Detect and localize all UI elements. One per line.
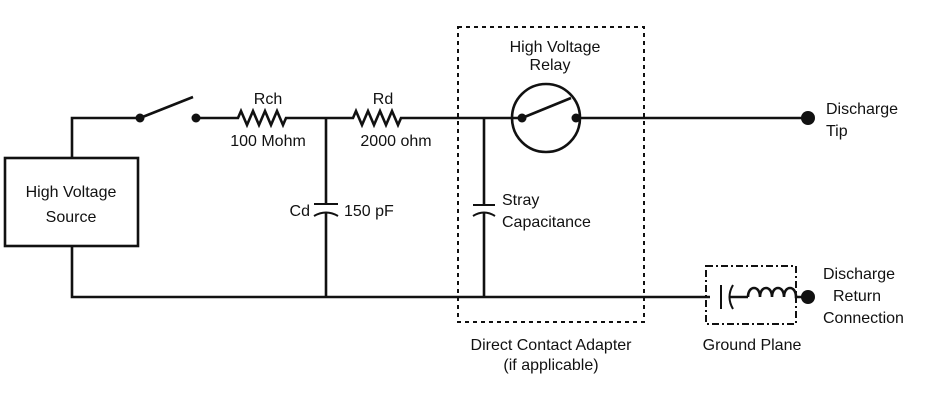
stray-label-line2: Capacitance <box>502 214 591 231</box>
discharge-tip-line2: Tip <box>826 123 848 140</box>
return-wire <box>70 246 710 299</box>
source-label-line1: High Voltage <box>26 184 117 201</box>
discharge-return-line1: Discharge <box>823 266 895 283</box>
discharge-return-terminal <box>801 290 815 304</box>
rch-value: 100 Mohm <box>230 133 306 150</box>
adapter-label-line2: (if applicable) <box>503 357 598 374</box>
ground-plane-box <box>705 265 797 325</box>
source-label-line2: Source <box>46 209 97 226</box>
source-box <box>3 156 140 248</box>
relay-label-line2: Relay <box>530 57 571 74</box>
rch-resistor <box>196 107 326 129</box>
switch <box>135 95 201 123</box>
rd-name: Rd <box>373 91 393 108</box>
discharge-tip-line1: Discharge <box>826 101 898 118</box>
high-voltage-relay <box>510 82 582 154</box>
switch-blade <box>139 95 194 120</box>
adapter-label-line1: Direct Contact Adapter <box>471 337 633 354</box>
cd-capacitor <box>313 118 339 297</box>
stray-capacitor <box>472 118 496 297</box>
ground-plane-label: Ground Plane <box>703 337 802 354</box>
relay-label-line1: High Voltage <box>510 39 601 56</box>
cd-name: Cd <box>290 203 310 220</box>
stray-label-line1: Stray <box>502 192 539 209</box>
cd-value: 150 pF <box>344 203 394 220</box>
rd-resistor <box>326 107 484 129</box>
source-top-wire <box>70 116 140 158</box>
high-voltage-source: High Voltage Source <box>3 156 140 248</box>
ground-plane-coupling <box>720 284 808 310</box>
rd-value: 2000 ohm <box>360 133 431 150</box>
discharge-tip-terminal <box>801 111 815 125</box>
discharge-return-line2: Return <box>833 288 881 305</box>
rch-name: Rch <box>254 91 282 108</box>
discharge-return-line3: Connection <box>823 310 904 327</box>
